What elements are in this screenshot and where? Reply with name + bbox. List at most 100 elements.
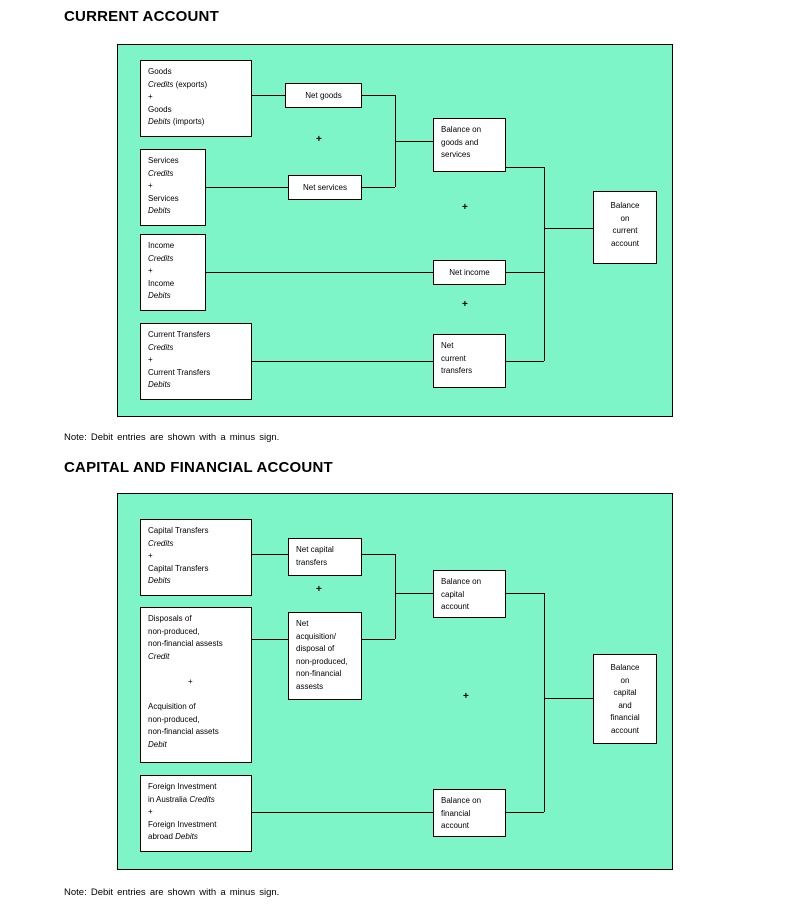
box-foreign-investment-line-4: abroad Debits [148, 832, 198, 842]
box-balance-capital-account-line-1: capital [441, 589, 465, 599]
box-net-capital-transfers: Net capital transfers [288, 538, 362, 576]
box-non-produced-assets-line-4 [148, 663, 245, 676]
connector-net-capital-transfers-to-trunk [362, 554, 395, 555]
box-balance-capital-financial-account-line-1: on [620, 675, 630, 685]
box-non-produced-assets-line-7: Acquisition of [148, 702, 196, 712]
box-goods-line-1: Credits (exports) [148, 79, 208, 89]
connector-net-current-transfers-to-trunk [506, 361, 544, 362]
box-balance-capital-account-line-0: Balance on [441, 577, 482, 586]
box-balance-capital-financial-account-line-0: Balance [610, 663, 640, 672]
box-balance-capital-financial-account-line-2: capital [613, 688, 637, 698]
box-services: Services Credits + Services Debits [140, 149, 206, 226]
box-net-current-transfers-line-0: Net [441, 341, 454, 350]
box-capital-transfers-line-2: + [148, 551, 153, 561]
box-non-produced-assets-line-9: non-financial assets [148, 727, 219, 737]
box-balance-current-account-line-3: account [610, 238, 640, 248]
box-services-line-2: + [148, 181, 153, 191]
box-goods-line-3: Goods [148, 104, 172, 114]
box-goods: Goods Credits (exports) + Goods Debits (… [140, 60, 252, 137]
box-net-acquisition-disposal: Net acquisition/ disposal of non-produce… [288, 612, 362, 700]
plus-sign-goods-services: + [316, 134, 322, 145]
box-goods-line-4: Debits (imports) [148, 117, 205, 127]
box-net-acquisition-disposal-line-1: acquisition/ [296, 631, 337, 641]
box-balance-capital-financial-account-line-5: account [610, 725, 640, 735]
connector-balance-capital-account-to-trunk [506, 593, 544, 594]
box-capital-transfers-line-1: Credits [148, 538, 174, 548]
box-net-services-label: Net services [302, 182, 347, 192]
connector-balance-goods-services-to-trunk [506, 167, 544, 168]
connector-services-to-net-services [206, 187, 296, 188]
box-non-produced-assets-line-0: Disposals of [148, 614, 192, 623]
box-balance-capital-financial-account: Balance on capital and financial account [593, 654, 657, 744]
connector-net-services-to-trunk [362, 187, 395, 188]
box-foreign-investment-line-0: Foreign Investment [148, 782, 217, 791]
box-non-produced-assets-line-3: Credit [148, 651, 170, 661]
connector-trunk-to-balance-capital-financial-account [544, 698, 593, 699]
box-goods-line-2: + [148, 92, 153, 102]
box-balance-current-account-line-0: Balance [610, 201, 640, 210]
connector-trunk-to-balance-current-account [544, 228, 593, 229]
box-current-transfers-line-1: Credits [148, 342, 174, 352]
connector-non-produced-assets-to-net-acquisition [252, 639, 288, 640]
box-balance-capital-financial-account-line-3: and [618, 700, 632, 710]
connector-current-transfers-to-net-current-transfers [252, 361, 445, 362]
box-foreign-investment-line-1: in Australia Credits [148, 794, 215, 804]
box-capital-transfers: Capital Transfers Credits + Capital Tran… [140, 519, 252, 596]
box-net-income-label: Net income [449, 267, 490, 277]
box-non-produced-assets-line-10: Debit [148, 739, 167, 749]
box-current-transfers-line-4: Debits [148, 380, 171, 390]
box-foreign-investment-line-2: + [148, 807, 153, 817]
box-net-acquisition-disposal-line-2: disposal of [296, 644, 335, 654]
connector-net-acquisition-to-trunk [362, 639, 395, 640]
box-capital-transfers-line-4: Debits [148, 576, 171, 586]
box-net-capital-transfers-line-1: transfers [296, 557, 328, 567]
box-income: Income Credits + Income Debits [140, 234, 206, 311]
box-balance-current-account: Balance on current account [593, 191, 657, 264]
note-current-account: Note: Debit entries are shown with a min… [64, 432, 280, 443]
box-balance-goods-services: Balance on goods and services [433, 118, 506, 172]
box-balance-capital-account-line-2: account [441, 602, 470, 612]
connector-capital-branch-trunk [395, 554, 396, 639]
box-balance-goods-services-line-0: Balance on [441, 125, 482, 134]
box-non-produced-assets-line-1: non-produced, [148, 626, 200, 636]
box-net-current-transfers-line-2: transfers [441, 366, 473, 376]
box-net-goods-label: Net goods [305, 90, 342, 100]
box-net-income: Net income [433, 260, 506, 285]
box-capital-transfers-line-3: Capital Transfers [148, 563, 209, 573]
connector-foreign-investment-to-balance-financial-account [252, 812, 433, 813]
box-current-transfers-line-0: Current Transfers [148, 330, 211, 339]
plus-sign-income-transfers: + [462, 299, 468, 310]
box-non-produced-assets: Disposals of non-produced, non-financial… [140, 607, 252, 763]
box-balance-financial-account-line-0: Balance on [441, 796, 482, 805]
box-balance-financial-account: Balance on financial account [433, 789, 506, 837]
box-services-line-3: Services [148, 193, 179, 203]
box-net-current-transfers-line-1: current [441, 353, 466, 363]
box-foreign-investment-line-3: Foreign Investment [148, 819, 217, 829]
box-non-produced-assets-line-6 [148, 689, 245, 702]
box-current-transfers-line-2: + [148, 355, 153, 365]
diagram-panel-capital-financial-account: + + Capital Transfers Credits + Capital … [117, 493, 673, 870]
box-balance-current-account-line-2: current [612, 226, 638, 236]
connector-net-income-to-trunk [506, 272, 544, 273]
connector-income-to-net-income [206, 272, 445, 273]
box-balance-financial-account-line-2: account [441, 821, 470, 831]
connector-trunk-to-balance-capital-account [395, 593, 433, 594]
box-capital-transfers-line-0: Capital Transfers [148, 526, 209, 535]
plus-sign-balance-income: + [462, 202, 468, 213]
box-income-line-0: Income [148, 241, 175, 250]
box-services-line-4: Debits [148, 206, 171, 216]
box-goods-line-0: Goods [148, 67, 172, 76]
connector-capital-transfers-to-net-capital-transfers [252, 554, 288, 555]
connector-net-goods-to-trunk [362, 95, 395, 96]
plus-sign-capital-transfers-acquisition: + [316, 584, 322, 595]
box-income-line-2: + [148, 266, 153, 276]
box-balance-goods-services-line-1: goods and [441, 137, 479, 147]
box-net-capital-transfers-line-0: Net capital [296, 545, 334, 554]
note-capital-financial-account: Note: Debit entries are shown with a min… [64, 887, 280, 898]
section-title-capital-financial-account: CAPITAL AND FINANCIAL ACCOUNT [64, 459, 333, 476]
box-non-produced-assets-plus: + [188, 676, 193, 686]
box-balance-current-account-line-1: on [620, 213, 630, 223]
connector-capital-financial-trunk [544, 593, 545, 812]
box-balance-goods-services-line-2: services [441, 150, 471, 160]
